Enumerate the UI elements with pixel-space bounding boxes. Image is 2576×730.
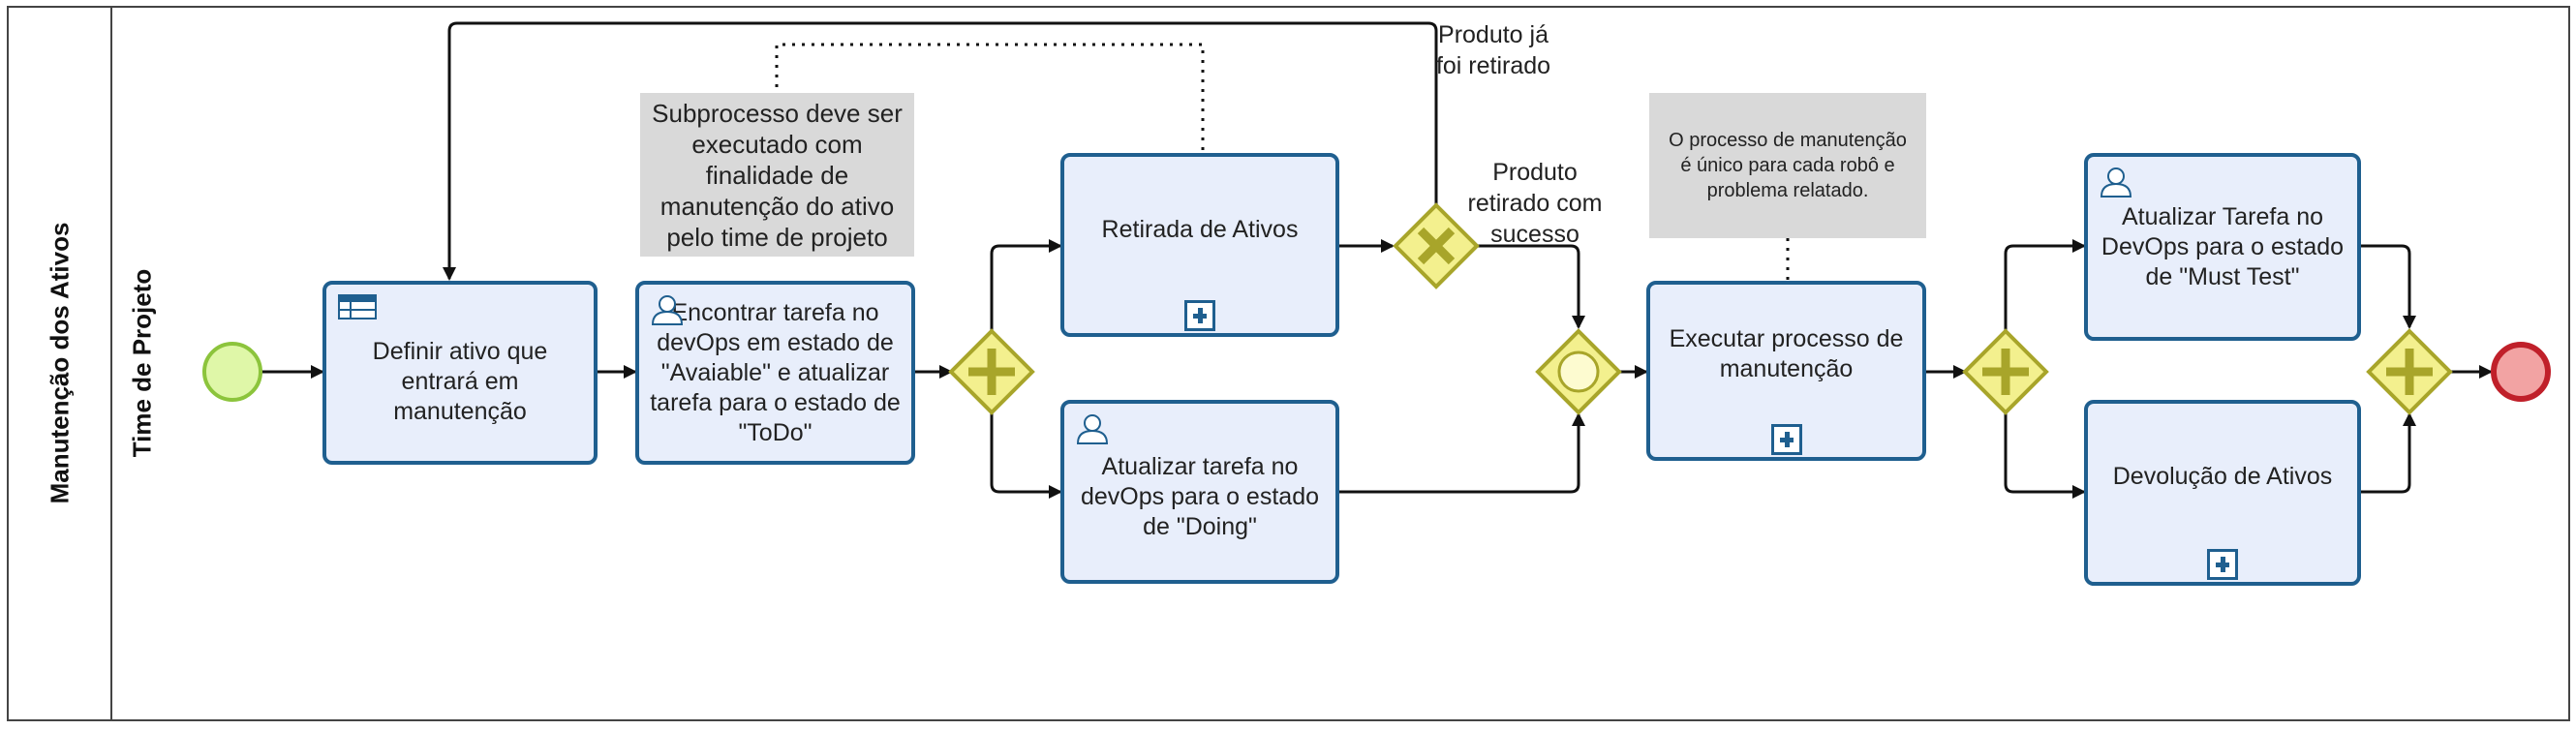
start-event <box>202 342 262 402</box>
lane-label: Time de Projeto <box>127 268 157 458</box>
task-retirada-ativos-label: Retirada de Ativos <box>1101 215 1299 243</box>
task-definir-ativo[interactable]: Definir ativo que entrará em manutenção <box>322 281 598 465</box>
pool-label: Manutenção dos Ativos <box>45 222 75 504</box>
annotation-subprocesso-text: Subprocesso deve ser executado com final… <box>652 98 903 252</box>
association-subprocesso <box>775 43 1205 153</box>
parallel-gateway-join <box>2366 328 2453 415</box>
flow-gateway3-to-devolucao <box>2004 412 2086 499</box>
annotation-subprocesso: Subprocesso deve ser executado com final… <box>640 93 914 257</box>
task-devolucao-ativos-label: Devolução de Ativos <box>2112 462 2333 490</box>
user-task-icon <box>2100 167 2132 198</box>
flow-gateway3-to-must-test <box>2004 239 2086 331</box>
subprocess-plus-icon[interactable] <box>1770 424 1802 455</box>
task-atualizar-doing-label: Atualizar tarefa no devOps para o estado… <box>1081 452 1319 540</box>
end-event <box>2491 342 2551 402</box>
subprocess-plus-icon[interactable] <box>1184 300 1215 331</box>
flow-label-ja-retirado: Produto já foi retirado <box>1435 21 1551 79</box>
task-executar-processo-label: Executar processo de manutenção <box>1669 325 1904 382</box>
exclusive-gateway <box>1393 202 1480 289</box>
task-definir-ativo-label: Definir ativo que entrará em manutenção <box>372 337 548 425</box>
business-rule-icon <box>338 294 377 319</box>
task-executar-processo[interactable]: Executar processo de manutenção <box>1646 281 1926 461</box>
flow-devolucao-to-gateway4 <box>2361 412 2416 494</box>
annotation-processo: O processo de manutenção é único para ca… <box>1649 93 1926 238</box>
event-based-gateway <box>1535 328 1622 415</box>
task-atualizar-must-test-label: Atualizar Tarefa no DevOps para o estado… <box>2101 202 2345 290</box>
task-encontrar-tarefa-label: Encontrar tarefa no devOps em estado de … <box>650 298 901 446</box>
task-encontrar-tarefa[interactable]: Encontrar tarefa no devOps em estado de … <box>635 281 915 465</box>
task-devolucao-ativos[interactable]: Devolução de Ativos <box>2084 400 2361 586</box>
user-task-icon <box>651 295 684 325</box>
parallel-gateway-split-1 <box>948 328 1035 415</box>
annotation-processo-text: O processo de manutenção é único para ca… <box>1669 130 1907 201</box>
parallel-gateway-split-2 <box>1962 328 2049 415</box>
flow-label-retirado-sucesso: Produto retirado com sucesso <box>1467 159 1603 248</box>
task-atualizar-must-test[interactable]: Atualizar Tarefa no DevOps para o estado… <box>2084 153 2361 341</box>
task-retirada-ativos[interactable]: Retirada de Ativos <box>1060 153 1339 337</box>
subprocess-plus-icon[interactable] <box>2207 549 2238 580</box>
user-task-icon <box>1076 414 1109 444</box>
flow-gateway1-to-doing <box>990 412 1062 499</box>
task-atualizar-doing[interactable]: Atualizar tarefa no devOps para o estado… <box>1060 400 1339 584</box>
flow-must-test-to-gateway4 <box>2361 244 2416 329</box>
flow-doing-to-event-gateway <box>1335 412 1585 494</box>
flow-gateway1-to-retirada <box>990 239 1062 331</box>
flow-xor-to-event-gateway <box>1477 244 1585 329</box>
flow-xor-back-to-definir <box>443 21 1438 281</box>
